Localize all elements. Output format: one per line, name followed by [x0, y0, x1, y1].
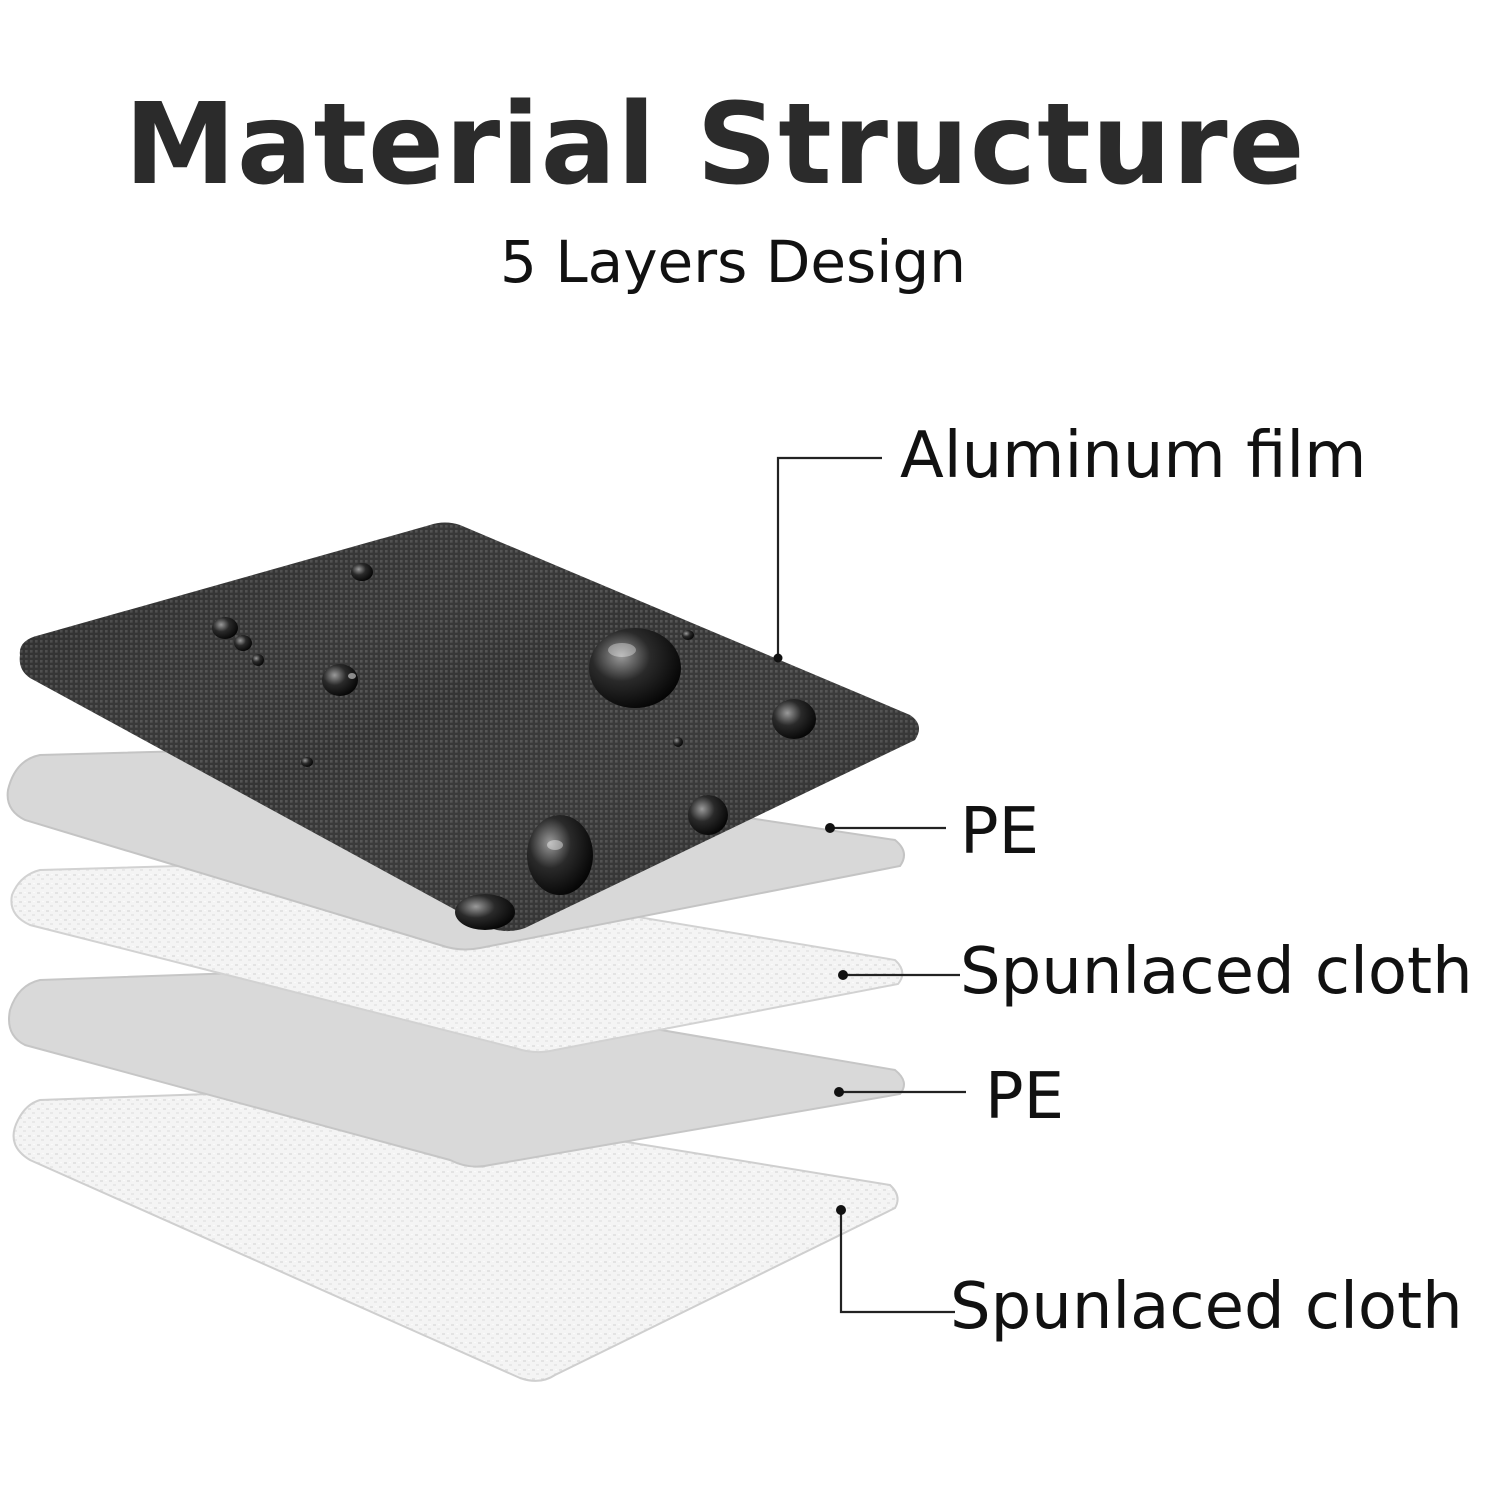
label-spunlaced-cloth-2: Spunlaced cloth	[950, 1270, 1463, 1344]
diagram-subtitle: 5 Layers Design	[500, 228, 966, 296]
leader-dot-aluminum-film	[773, 653, 783, 663]
label-pe-2: PE	[985, 1060, 1065, 1134]
leader-dot-pe-2	[834, 1087, 844, 1097]
layer-aluminum-film	[19, 522, 919, 932]
label-spunlaced-cloth-1: Spunlaced cloth	[960, 935, 1473, 1009]
diagram-title: Material Structure	[124, 80, 1306, 210]
leader-dot-spunlaced-cloth-1	[838, 970, 848, 980]
leader-lines	[773, 456, 966, 1314]
label-pe-1: PE	[960, 795, 1040, 869]
leader-dot-spunlaced-cloth-2	[836, 1205, 846, 1215]
leader-dot-pe-1	[825, 823, 835, 833]
leader-line-spunlaced-cloth-2	[839, 1210, 955, 1314]
leader-line-aluminum-film	[776, 456, 882, 658]
water-droplets	[212, 563, 816, 930]
label-aluminum-film: Aluminum film	[900, 419, 1367, 493]
